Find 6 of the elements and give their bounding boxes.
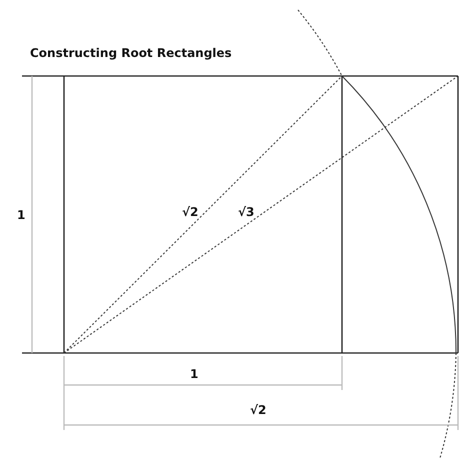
- diagonal-label: √3: [238, 205, 254, 219]
- dimension-label: 1: [17, 208, 26, 222]
- diagonal-label: √2: [182, 205, 198, 219]
- dimension-label: √2: [250, 403, 266, 417]
- title: Constructing Root Rectangles: [30, 46, 232, 60]
- dimension-label: 1: [190, 367, 198, 381]
